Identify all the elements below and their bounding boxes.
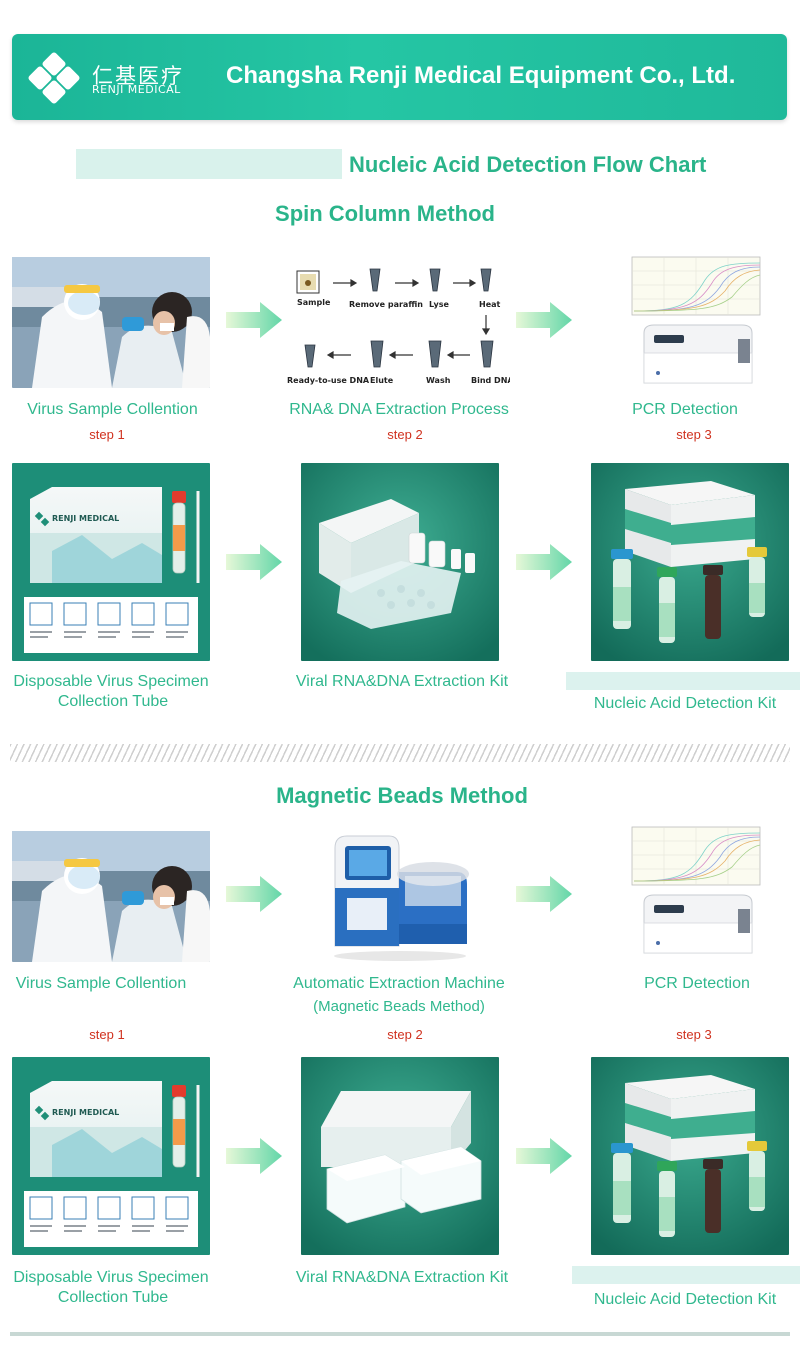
spin-product1-caption-line2: Collection Tube (57, 693, 169, 710)
extraction-kit-image (301, 1057, 499, 1255)
logo-english-name: RENJI MEDICAL (92, 83, 181, 96)
magnetic-step2-caption: Automatic Extraction Machine (293, 975, 505, 992)
detection-kit-image (591, 1057, 789, 1255)
spin-column-heading: Spin Column Method (275, 201, 495, 226)
virus-collection-tube-image: RENJI MEDICAL (12, 463, 210, 661)
title-accent-bar (76, 149, 342, 179)
magnetic-product3-caption: Nucleic Acid Detection Kit (593, 1291, 777, 1308)
collection-box-brand: RENJI MEDICAL (52, 1108, 119, 1117)
arrow-right-icon (516, 876, 572, 912)
arrow-right-icon (516, 1138, 572, 1174)
section-divider (10, 744, 790, 762)
arrow-right-icon (226, 544, 282, 580)
spin-step2-caption: RNA& DNA Extraction Process (289, 401, 509, 418)
header-banner (12, 34, 787, 120)
spin-step3-label: step 3 (676, 427, 712, 442)
virus-sample-collection-photo (12, 831, 210, 962)
magnetic-step1-caption: Virus Sample Collention (15, 975, 187, 992)
magnetic-step1-label: step 1 (89, 1027, 125, 1042)
spin-product3-caption: Nucleic Acid Detection Kit (593, 695, 777, 712)
arrow-right-icon (516, 544, 572, 580)
magnetic-step2-subcaption: (Magnetic Beads Method) (313, 998, 485, 1015)
company-name: Changsha Renji Medical Equipment Co., Lt… (226, 62, 736, 89)
label-accent-bar (572, 1266, 800, 1284)
spin-step1-label: step 1 (89, 427, 125, 442)
collection-box-brand: RENJI MEDICAL (52, 514, 119, 523)
spin-step1-caption: Virus Sample Collention (27, 401, 198, 418)
magnetic-step3-label: step 3 (676, 1027, 712, 1042)
extraction-kit-image (301, 463, 499, 661)
magnetic-beads-heading: Magnetic Beads Method (276, 783, 528, 808)
extraction-label-remove: Remove paraffin (349, 300, 423, 309)
company-logo-icon (28, 52, 80, 104)
extraction-label-lyse: Lyse (429, 300, 450, 309)
bottom-divider (10, 1332, 790, 1336)
arrow-right-icon (226, 1138, 282, 1174)
virus-sample-collection-photo (12, 257, 210, 388)
extraction-label-bind: Bind DNA (471, 376, 510, 385)
label-accent-bar (566, 672, 800, 690)
extraction-label-elute: Elute (370, 376, 394, 385)
arrow-right-icon (226, 302, 282, 338)
extraction-process-diagram: Sample Remove paraffin Lyse Heat Ready-t… (287, 268, 510, 385)
page-title: Nucleic Acid Detection Flow Chart (349, 152, 707, 177)
magnetic-step2-label: step 2 (387, 1027, 423, 1042)
spin-product2-caption: Viral RNA&DNA Extraction Kit (295, 673, 509, 690)
spin-step2-label: step 2 (387, 427, 423, 442)
arrow-right-icon (226, 876, 282, 912)
extraction-label-sample: Sample (297, 298, 331, 307)
magnetic-product1-caption-line1: Disposable Virus Specimen (13, 1269, 209, 1286)
spin-step3-caption: PCR Detection (632, 401, 738, 418)
detection-kit-image (591, 463, 789, 661)
extraction-label-ready: Ready-to-use DNA (287, 376, 370, 385)
extraction-label-wash: Wash (426, 376, 451, 385)
magnetic-step3-caption: PCR Detection (644, 975, 750, 992)
extraction-label-heat: Heat (479, 300, 501, 309)
arrow-right-icon (516, 302, 572, 338)
spin-product1-caption-line1: Disposable Virus Specimen (13, 673, 209, 690)
pcr-instrument-image (631, 256, 761, 384)
magnetic-product1-caption-line2: Collection Tube (57, 1289, 169, 1306)
logo-chinese-name: 仁基医疗 (92, 64, 184, 88)
virus-collection-tube-image: RENJI MEDICAL (12, 1057, 210, 1255)
pcr-instrument-image (631, 826, 761, 954)
magnetic-product2-caption: Viral RNA&DNA Extraction Kit (295, 1269, 509, 1286)
automatic-extraction-machine-image (334, 835, 469, 961)
